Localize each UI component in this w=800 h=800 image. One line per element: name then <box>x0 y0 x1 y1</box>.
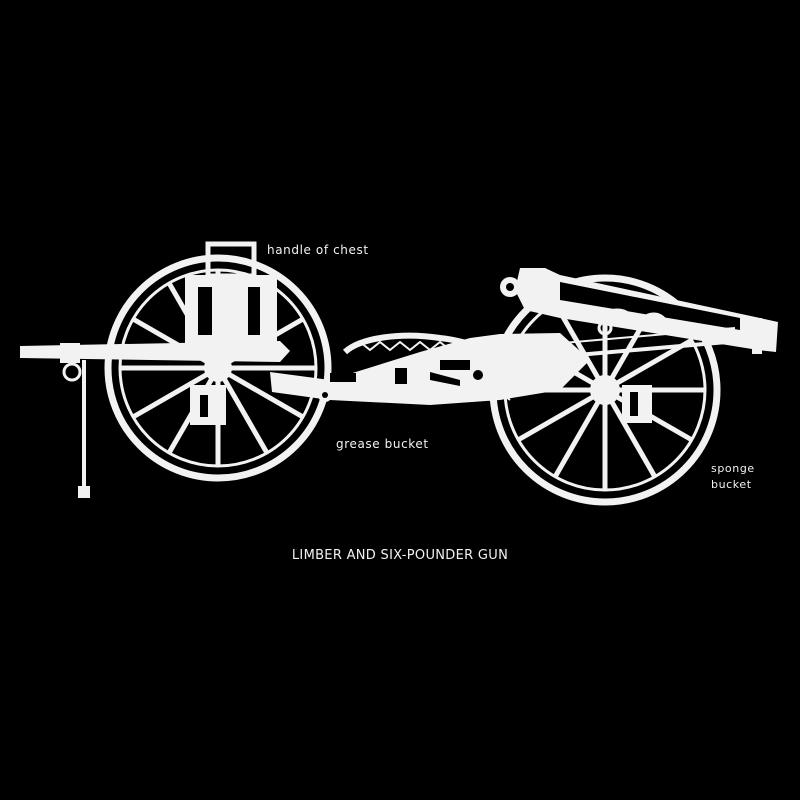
limber-pole <box>20 341 290 498</box>
label-grease-bucket: grease bucket <box>336 437 429 451</box>
label-sponge-line2: bucket <box>711 478 752 491</box>
chest-handle <box>205 241 257 279</box>
gun-wheel <box>489 274 721 506</box>
caption: LIMBER AND SIX-POUNDER GUN <box>291 548 509 563</box>
ammunition-chest <box>185 241 277 425</box>
cannon-barrel <box>500 268 778 362</box>
label-sponge-line1: sponge <box>711 462 755 475</box>
gun-carriage-trail <box>270 332 590 405</box>
label-handle-of-chest: handle of chest <box>267 243 369 257</box>
label-sponge-bucket: sponge bucket <box>711 461 755 493</box>
